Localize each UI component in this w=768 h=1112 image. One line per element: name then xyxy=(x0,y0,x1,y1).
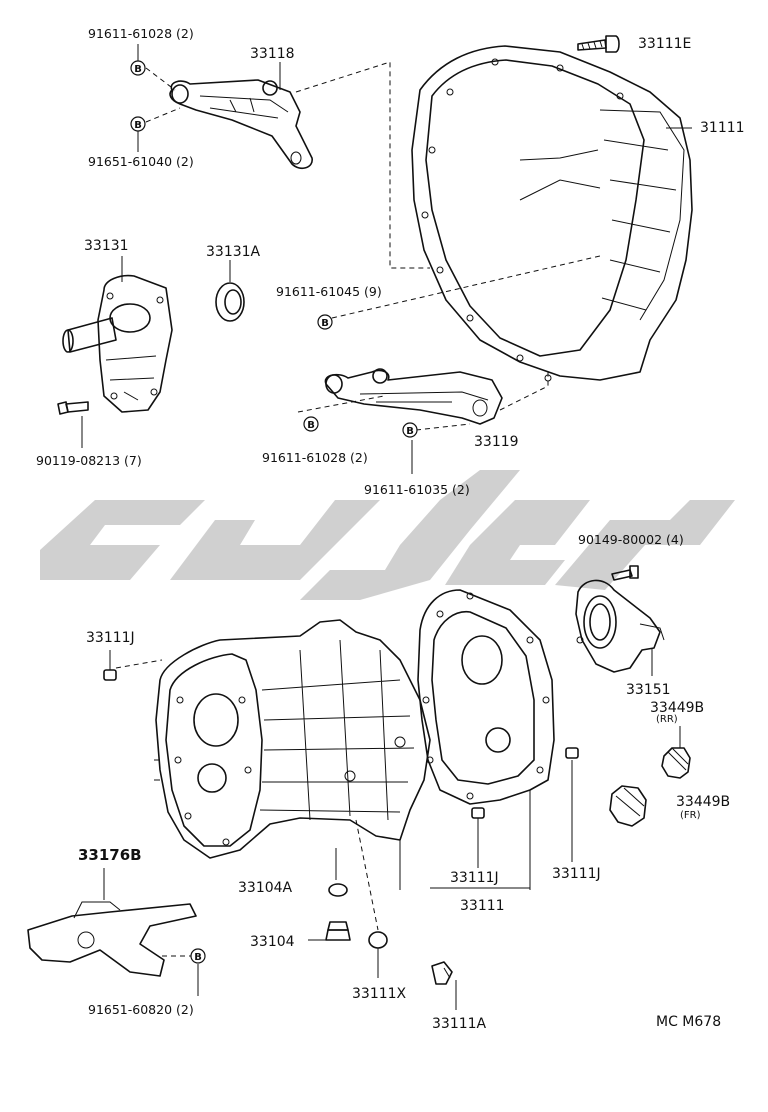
bolt-33111E xyxy=(577,35,620,53)
label-33151: 33151 xyxy=(626,682,671,698)
bearing-retainer-33131 xyxy=(62,274,173,413)
badge-b-6: B xyxy=(190,948,206,964)
label-91611-61045: 91611-61045 (9) xyxy=(276,284,382,299)
plug-33104 xyxy=(325,921,351,941)
label-33104: 33104 xyxy=(250,934,295,950)
gear-33449B-rr xyxy=(661,747,691,779)
bracket-33119 xyxy=(324,368,503,425)
svg-text:B: B xyxy=(134,120,142,131)
label-33449B-rr: 33449B xyxy=(650,700,704,716)
label-33104A: 33104A xyxy=(238,880,293,896)
label-91611-61028-top: 91611-61028 (2) xyxy=(88,26,194,41)
pin-33111J-right xyxy=(565,747,579,759)
badge-b-4: B xyxy=(303,416,319,432)
pin-33111J-left xyxy=(103,669,117,681)
svg-text:B: B xyxy=(194,952,202,963)
svg-text:B: B xyxy=(321,318,329,329)
label-31111: 31111 xyxy=(700,120,745,136)
svg-text:B: B xyxy=(406,426,414,437)
gasket-33104A xyxy=(328,883,348,897)
label-33449B-rr-sub: (RR) xyxy=(656,714,678,725)
badge-b-1: B xyxy=(130,60,146,76)
label-90149-80002: 90149-80002 (4) xyxy=(578,532,684,547)
label-33118: 33118 xyxy=(250,46,295,62)
diagram-code: MC M678 xyxy=(656,1014,721,1030)
label-91651-61040: 91651-61040 (2) xyxy=(88,154,194,169)
label-33119: 33119 xyxy=(474,434,519,450)
breather-33111A xyxy=(431,961,453,985)
label-33449B-fr: 33449B xyxy=(676,794,730,810)
label-90119-08213: 90119-08213 (7) xyxy=(36,453,142,468)
label-33111A: 33111A xyxy=(432,1016,487,1032)
label-33449B-fr-sub: (FR) xyxy=(680,810,701,821)
watermark-logo xyxy=(40,470,735,600)
bolt-90149-80002 xyxy=(611,565,639,581)
label-33111J-right: 33111J xyxy=(552,866,601,882)
intermediate-plate xyxy=(417,589,555,805)
clutch-housing-31111 xyxy=(411,45,693,382)
badge-b-5: B xyxy=(402,422,418,438)
bracket-33118 xyxy=(169,79,313,170)
label-33111-mid: 33111 xyxy=(460,898,505,914)
label-33131A: 33131A xyxy=(206,244,261,260)
svg-text:B: B xyxy=(134,64,142,75)
badge-b-2: B xyxy=(130,116,146,132)
label-33111X: 33111X xyxy=(352,986,407,1002)
label-33131: 33131 xyxy=(84,238,129,254)
label-33176B: 33176B xyxy=(78,846,142,864)
leader-lines xyxy=(81,44,692,1010)
pin-33111J-mid xyxy=(471,807,485,819)
gear-33449B-fr xyxy=(609,785,647,827)
rear-housing-33151 xyxy=(575,579,665,673)
label-91611-61028-mid: 91611-61028 (2) xyxy=(262,450,368,465)
bracket-33176B xyxy=(27,901,197,977)
label-33111E: 33111E xyxy=(638,36,691,52)
washer-33111X xyxy=(368,931,388,949)
label-33111J-left: 33111J xyxy=(86,630,135,646)
label-33111J-mid: 33111J xyxy=(450,870,499,886)
badge-b-3: B xyxy=(317,314,333,330)
bolt-90119-08213 xyxy=(57,401,89,415)
oil-seal-33131A xyxy=(215,282,245,322)
label-91651-60820: 91651-60820 (2) xyxy=(88,1002,194,1017)
label-91611-61035: 91611-61035 (2) xyxy=(364,482,470,497)
svg-text:B: B xyxy=(307,420,315,431)
transmission-case-33111 xyxy=(154,619,431,859)
